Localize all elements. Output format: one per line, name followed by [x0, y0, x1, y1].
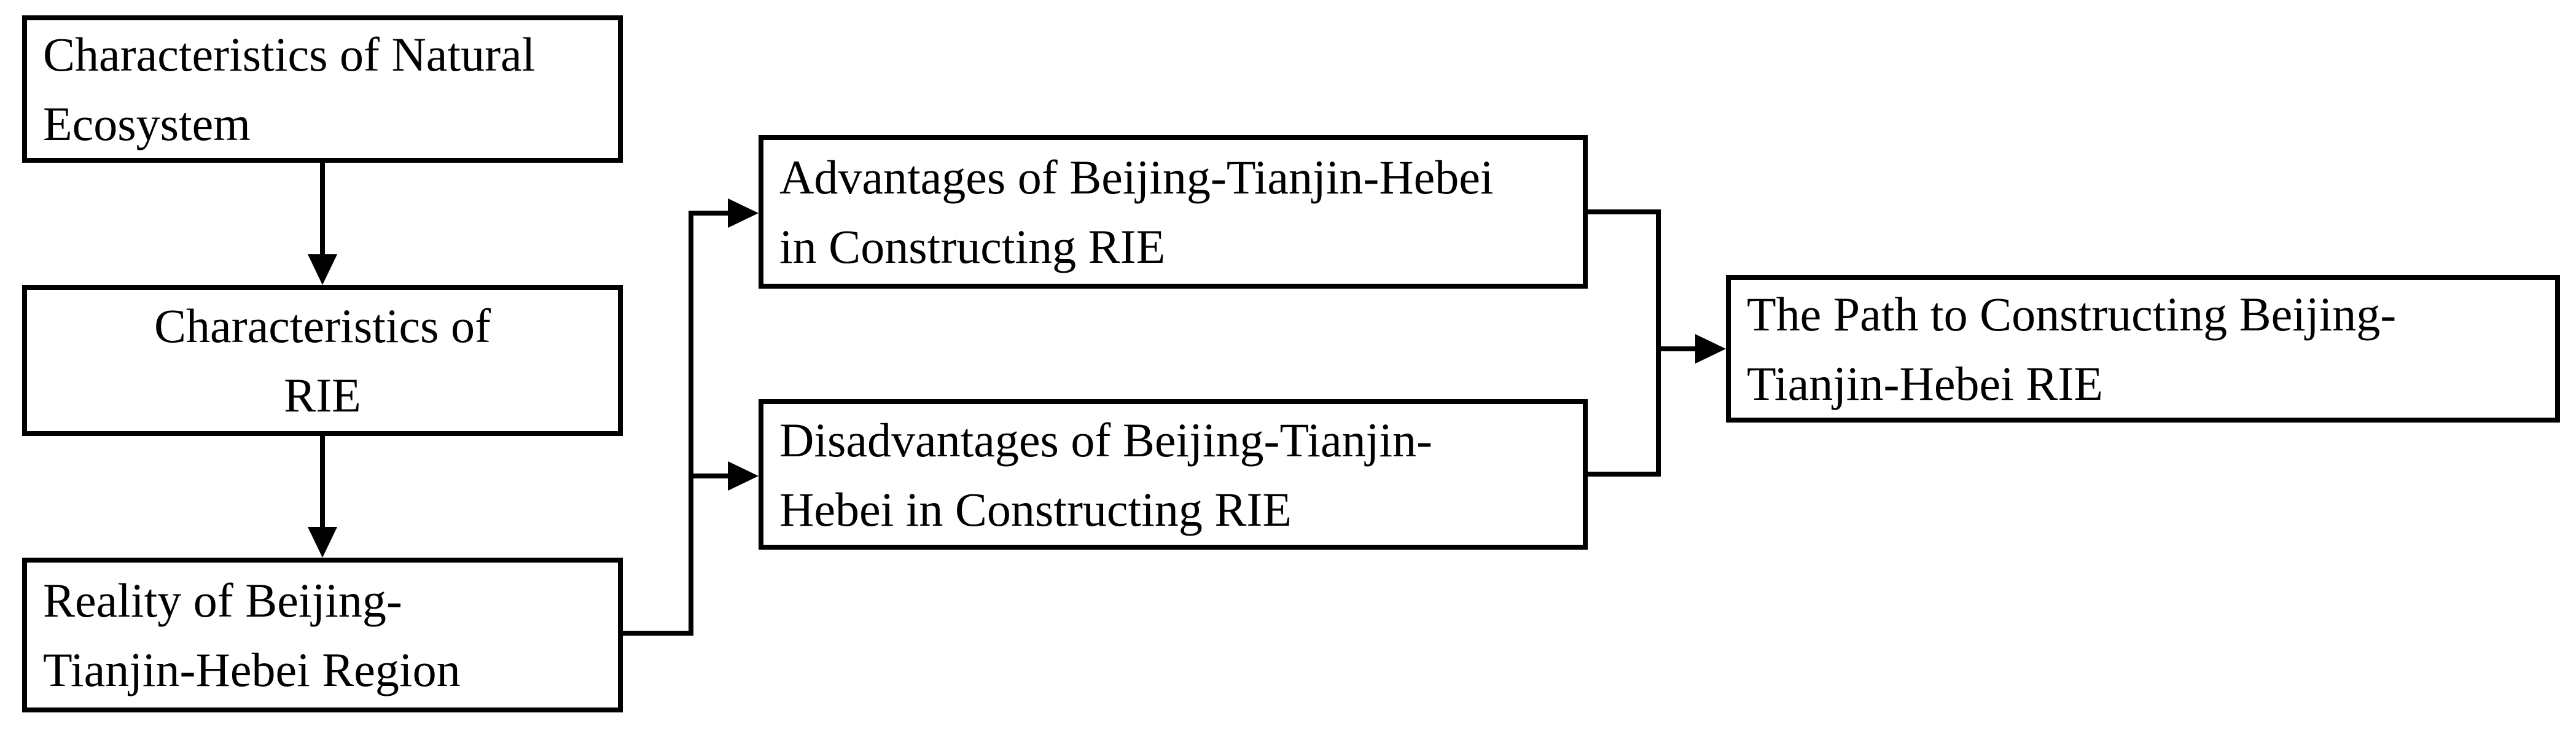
node-reality-beijing-tianjin-hebei-region: Reality of Beijing- Tianjin-Hebei Region	[22, 558, 623, 712]
edge-merge-to-path-line	[1658, 346, 1696, 351]
edge-natural-to-rie-line	[320, 162, 325, 257]
node-path-to-constructing-rie: The Path to Constructing Beijing- Tianji…	[1726, 275, 2560, 423]
node-label: Disadvantages of Beijing-Tianjin- Hebei …	[779, 413, 1432, 536]
edge-branch-to-disadvantages-line	[691, 474, 729, 478]
edge-natural-to-rie-arrowhead-icon	[308, 254, 337, 285]
node-label: The Path to Constructing Beijing- Tianji…	[1747, 287, 2397, 410]
edge-branch-to-advantages-line	[689, 211, 729, 216]
node-label: Reality of Beijing- Tianjin-Hebei Region	[43, 574, 461, 696]
node-characteristics-natural-ecosystem: Characteristics of Natural Ecosystem	[22, 15, 623, 163]
node-advantages-constructing-rie: Advantages of Beijing-Tianjin-Hebei in C…	[759, 135, 1588, 289]
node-characteristics-rie: Characteristics of RIE	[22, 285, 623, 436]
edge-reality-branch-horizontal-line	[622, 631, 693, 636]
edge-rie-to-reality-arrowhead-icon	[308, 527, 337, 558]
edge-reality-branch-spine-line	[689, 211, 693, 636]
edge-merge-spine-line	[1656, 209, 1661, 477]
node-label: Advantages of Beijing-Tianjin-Hebei in C…	[779, 150, 1494, 273]
edge-merge-to-path-arrowhead-icon	[1695, 334, 1726, 364]
node-label: Characteristics of Natural Ecosystem	[43, 28, 536, 150]
edge-advantages-to-merge-line	[1588, 209, 1661, 214]
edge-branch-to-disadvantages-arrowhead-icon	[728, 461, 759, 491]
edge-rie-to-reality-line	[320, 435, 325, 529]
node-disadvantages-constructing-rie: Disadvantages of Beijing-Tianjin- Hebei …	[759, 399, 1588, 550]
node-label: Characteristics of RIE	[154, 299, 491, 422]
edge-disadvantages-to-merge-line	[1588, 472, 1661, 477]
edge-branch-to-advantages-arrowhead-icon	[728, 198, 759, 228]
